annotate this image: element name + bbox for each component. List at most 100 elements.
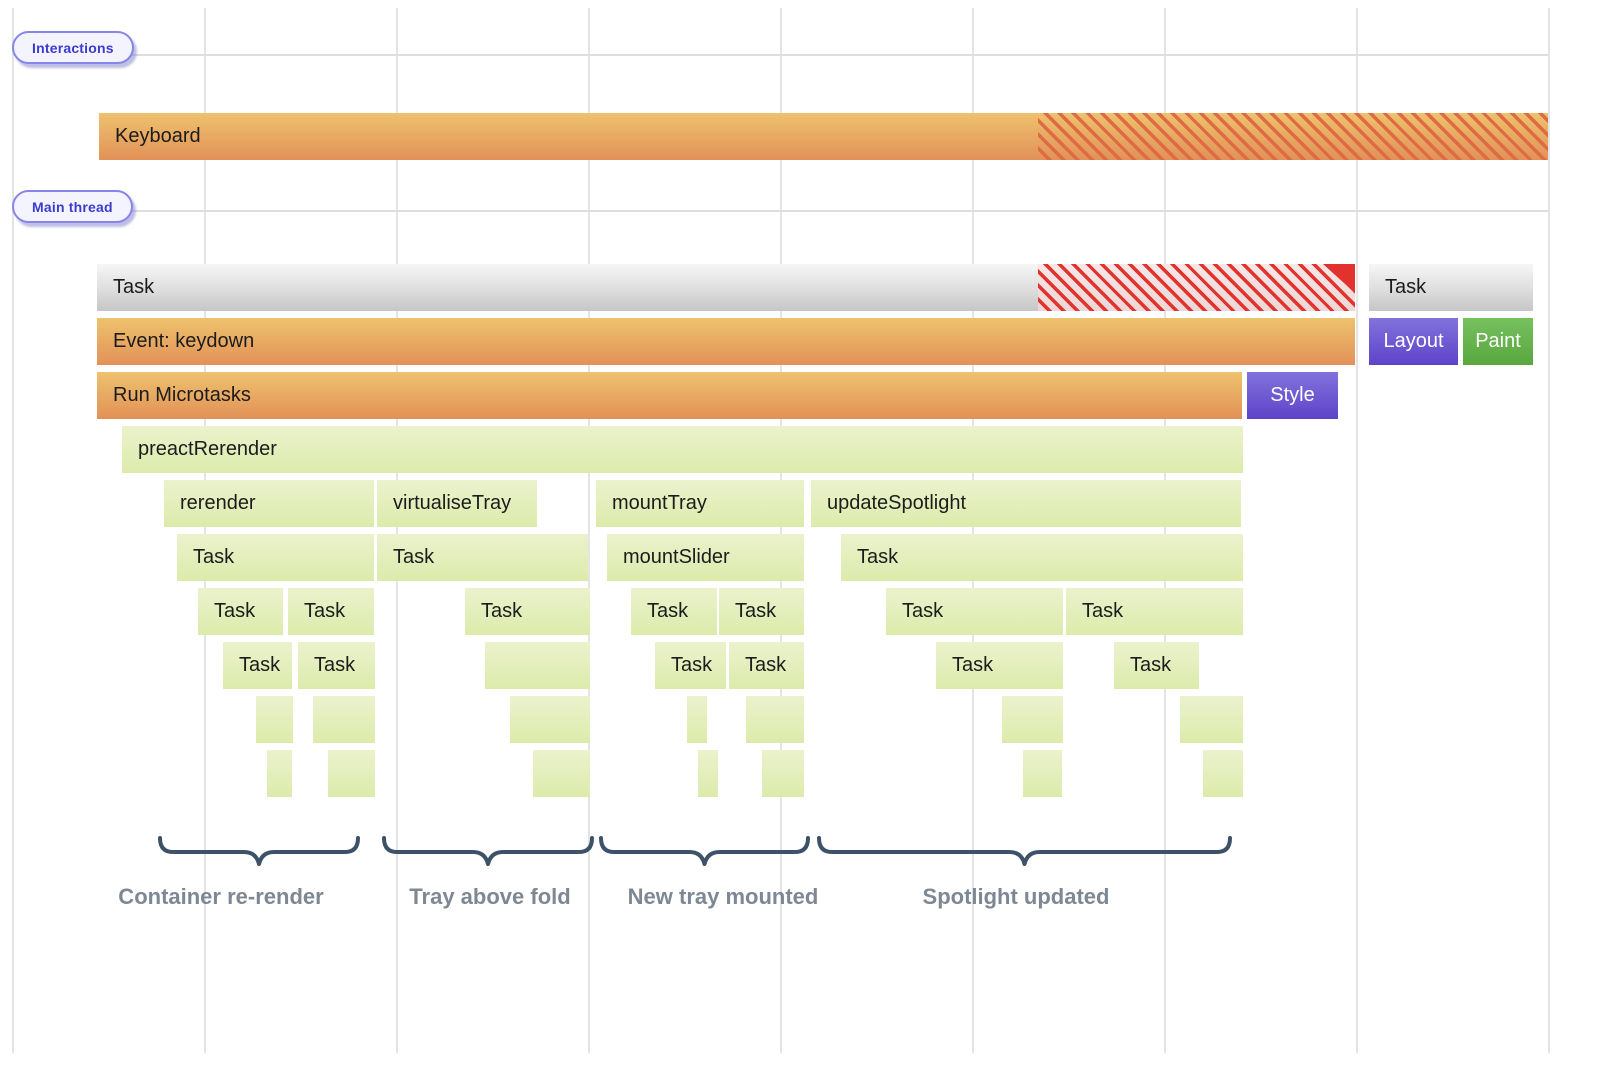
flame-bar-label: mountTray (612, 492, 707, 514)
flame-bar-label: preactRerender (138, 438, 277, 460)
group-brace (158, 836, 360, 866)
flame-bar-task[interactable]: Task (841, 534, 1243, 581)
flame-bar-label: Task (193, 546, 235, 568)
vertical-gridline (1548, 8, 1550, 1053)
flame-bar-sub-task[interactable] (313, 696, 375, 743)
flame-bar-sub-task[interactable] (533, 750, 590, 797)
flame-bar-label: Paint (1475, 330, 1521, 352)
vertical-gridline (1356, 8, 1358, 1053)
track-label-main-thread-text: Main thread (32, 198, 113, 215)
vertical-gridline (12, 8, 14, 1053)
flame-bar-label: Task (1082, 600, 1124, 622)
flame-bar-keyboard-interaction[interactable]: Keyboard (99, 113, 1548, 160)
track-label-interactions[interactable]: Interactions (12, 31, 134, 64)
flame-bar-label: virtualiseTray (393, 492, 512, 514)
flame-bar-label: mountSlider (623, 546, 730, 568)
flame-bar-label: Task (745, 654, 787, 676)
flame-bar-sub-task[interactable] (1002, 696, 1063, 743)
group-label: Tray above fold (409, 884, 571, 909)
flame-bar-task[interactable]: Task (198, 588, 283, 635)
flame-bar-task[interactable]: Task (655, 642, 726, 689)
flame-bar-run-microtasks[interactable]: Run Microtasks (97, 372, 1242, 419)
flame-bar-paint[interactable]: Paint (1463, 318, 1533, 365)
flame-bar-task[interactable]: Task (631, 588, 717, 635)
group-label: Container re-render (118, 884, 324, 909)
flame-bar-label: Layout (1383, 330, 1444, 352)
flame-bar-label: updateSpotlight (827, 492, 967, 514)
horizontal-gridline (12, 210, 1548, 212)
flame-bar-task[interactable]: Task (729, 642, 804, 689)
flame-bar-update-spotlight[interactable]: updateSpotlight (811, 480, 1241, 527)
flame-bar-label: Task (214, 600, 256, 622)
flame-bar-sub-task[interactable] (267, 750, 292, 797)
group-brace (599, 836, 810, 866)
flame-bar-style[interactable]: Style (1247, 372, 1338, 419)
flame-bar-task[interactable]: Task (719, 588, 804, 635)
flame-bar-sub-task[interactable] (1203, 750, 1243, 797)
flame-bar-task[interactable]: Task (936, 642, 1063, 689)
flame-bar-label: Task (857, 546, 899, 568)
flame-bar-sub-task[interactable] (698, 750, 718, 797)
flame-bar-label: rerender (180, 492, 256, 514)
flame-bar-label: Task (952, 654, 994, 676)
flame-bar-task[interactable]: Task (886, 588, 1063, 635)
flame-bar-sub-task[interactable] (762, 750, 804, 797)
flame-bar-label: Run Microtasks (113, 384, 251, 406)
group-brace (817, 836, 1232, 866)
flame-bar-label: Task (393, 546, 435, 568)
vertical-gridline (204, 8, 206, 1053)
vertical-gridline (972, 8, 974, 1053)
flame-bar-mount-slider[interactable]: mountSlider (607, 534, 804, 581)
flame-bar-sub-task[interactable] (328, 750, 375, 797)
flame-bar-label: Task (314, 654, 356, 676)
flame-bar-task[interactable]: Task (177, 534, 374, 581)
horizontal-gridline (12, 54, 1548, 56)
flame-bar-task[interactable]: Task (377, 534, 588, 581)
flame-bar-label: Task (902, 600, 944, 622)
flame-bar-event-keydown[interactable]: Event: keydown (97, 318, 1355, 365)
flame-bar-label: Style (1270, 384, 1315, 406)
flame-bar-task[interactable]: Task (1114, 642, 1199, 689)
flame-bar-label: Task (1130, 654, 1172, 676)
flame-bar-label: Task (304, 600, 346, 622)
flame-bar-task[interactable]: Task (465, 588, 590, 635)
vertical-gridline (780, 8, 782, 1053)
flame-bar-virtualise-tray[interactable]: virtualiseTray (377, 480, 537, 527)
flame-bar-task[interactable]: Task (1066, 588, 1243, 635)
group-brace (382, 836, 594, 866)
vertical-gridline (396, 8, 398, 1053)
group-label: Spotlight updated (922, 884, 1110, 909)
flame-bar-preact-rerender[interactable]: preactRerender (122, 426, 1243, 473)
flame-bar-sub-task[interactable] (1023, 750, 1062, 797)
flame-bar-sub-task[interactable] (746, 696, 804, 743)
flame-bar-task-second[interactable]: Task (1369, 264, 1533, 311)
flame-bar-rerender[interactable]: rerender (164, 480, 374, 527)
vertical-gridline (1164, 8, 1166, 1053)
flame-bar-main-task[interactable]: Task (97, 264, 1355, 311)
flame-bar-task[interactable]: Task (288, 588, 374, 635)
flame-bar-sub-task[interactable] (1180, 696, 1243, 743)
busy-period-hatch (1038, 113, 1548, 160)
flame-bar-label: Task (647, 600, 689, 622)
flame-bar-label: Task (113, 276, 155, 298)
flame-bar-label: Keyboard (115, 125, 201, 147)
track-label-interactions-text: Interactions (32, 39, 114, 56)
flame-bar-mount-tray[interactable]: mountTray (596, 480, 804, 527)
flame-bar-task[interactable]: Task (298, 642, 375, 689)
long-task-hatch (1038, 264, 1355, 311)
flame-bar-sub-task[interactable] (256, 696, 293, 743)
flame-bar-layout[interactable]: Layout (1369, 318, 1458, 365)
flame-bar-sub-task[interactable] (687, 696, 707, 743)
track-label-main-thread[interactable]: Main thread (12, 190, 133, 223)
flame-bar-label: Task (481, 600, 523, 622)
flame-bar-label: Task (735, 600, 777, 622)
flame-bar-label: Task (671, 654, 713, 676)
group-label: New tray mounted (627, 884, 819, 909)
flame-bar-label: Task (1385, 276, 1427, 298)
flame-bar-label: Task (239, 654, 281, 676)
flame-bar-sub-task[interactable] (510, 696, 590, 743)
flame-bar-sub-task[interactable] (485, 642, 590, 689)
flame-bar-task[interactable]: Task (223, 642, 292, 689)
